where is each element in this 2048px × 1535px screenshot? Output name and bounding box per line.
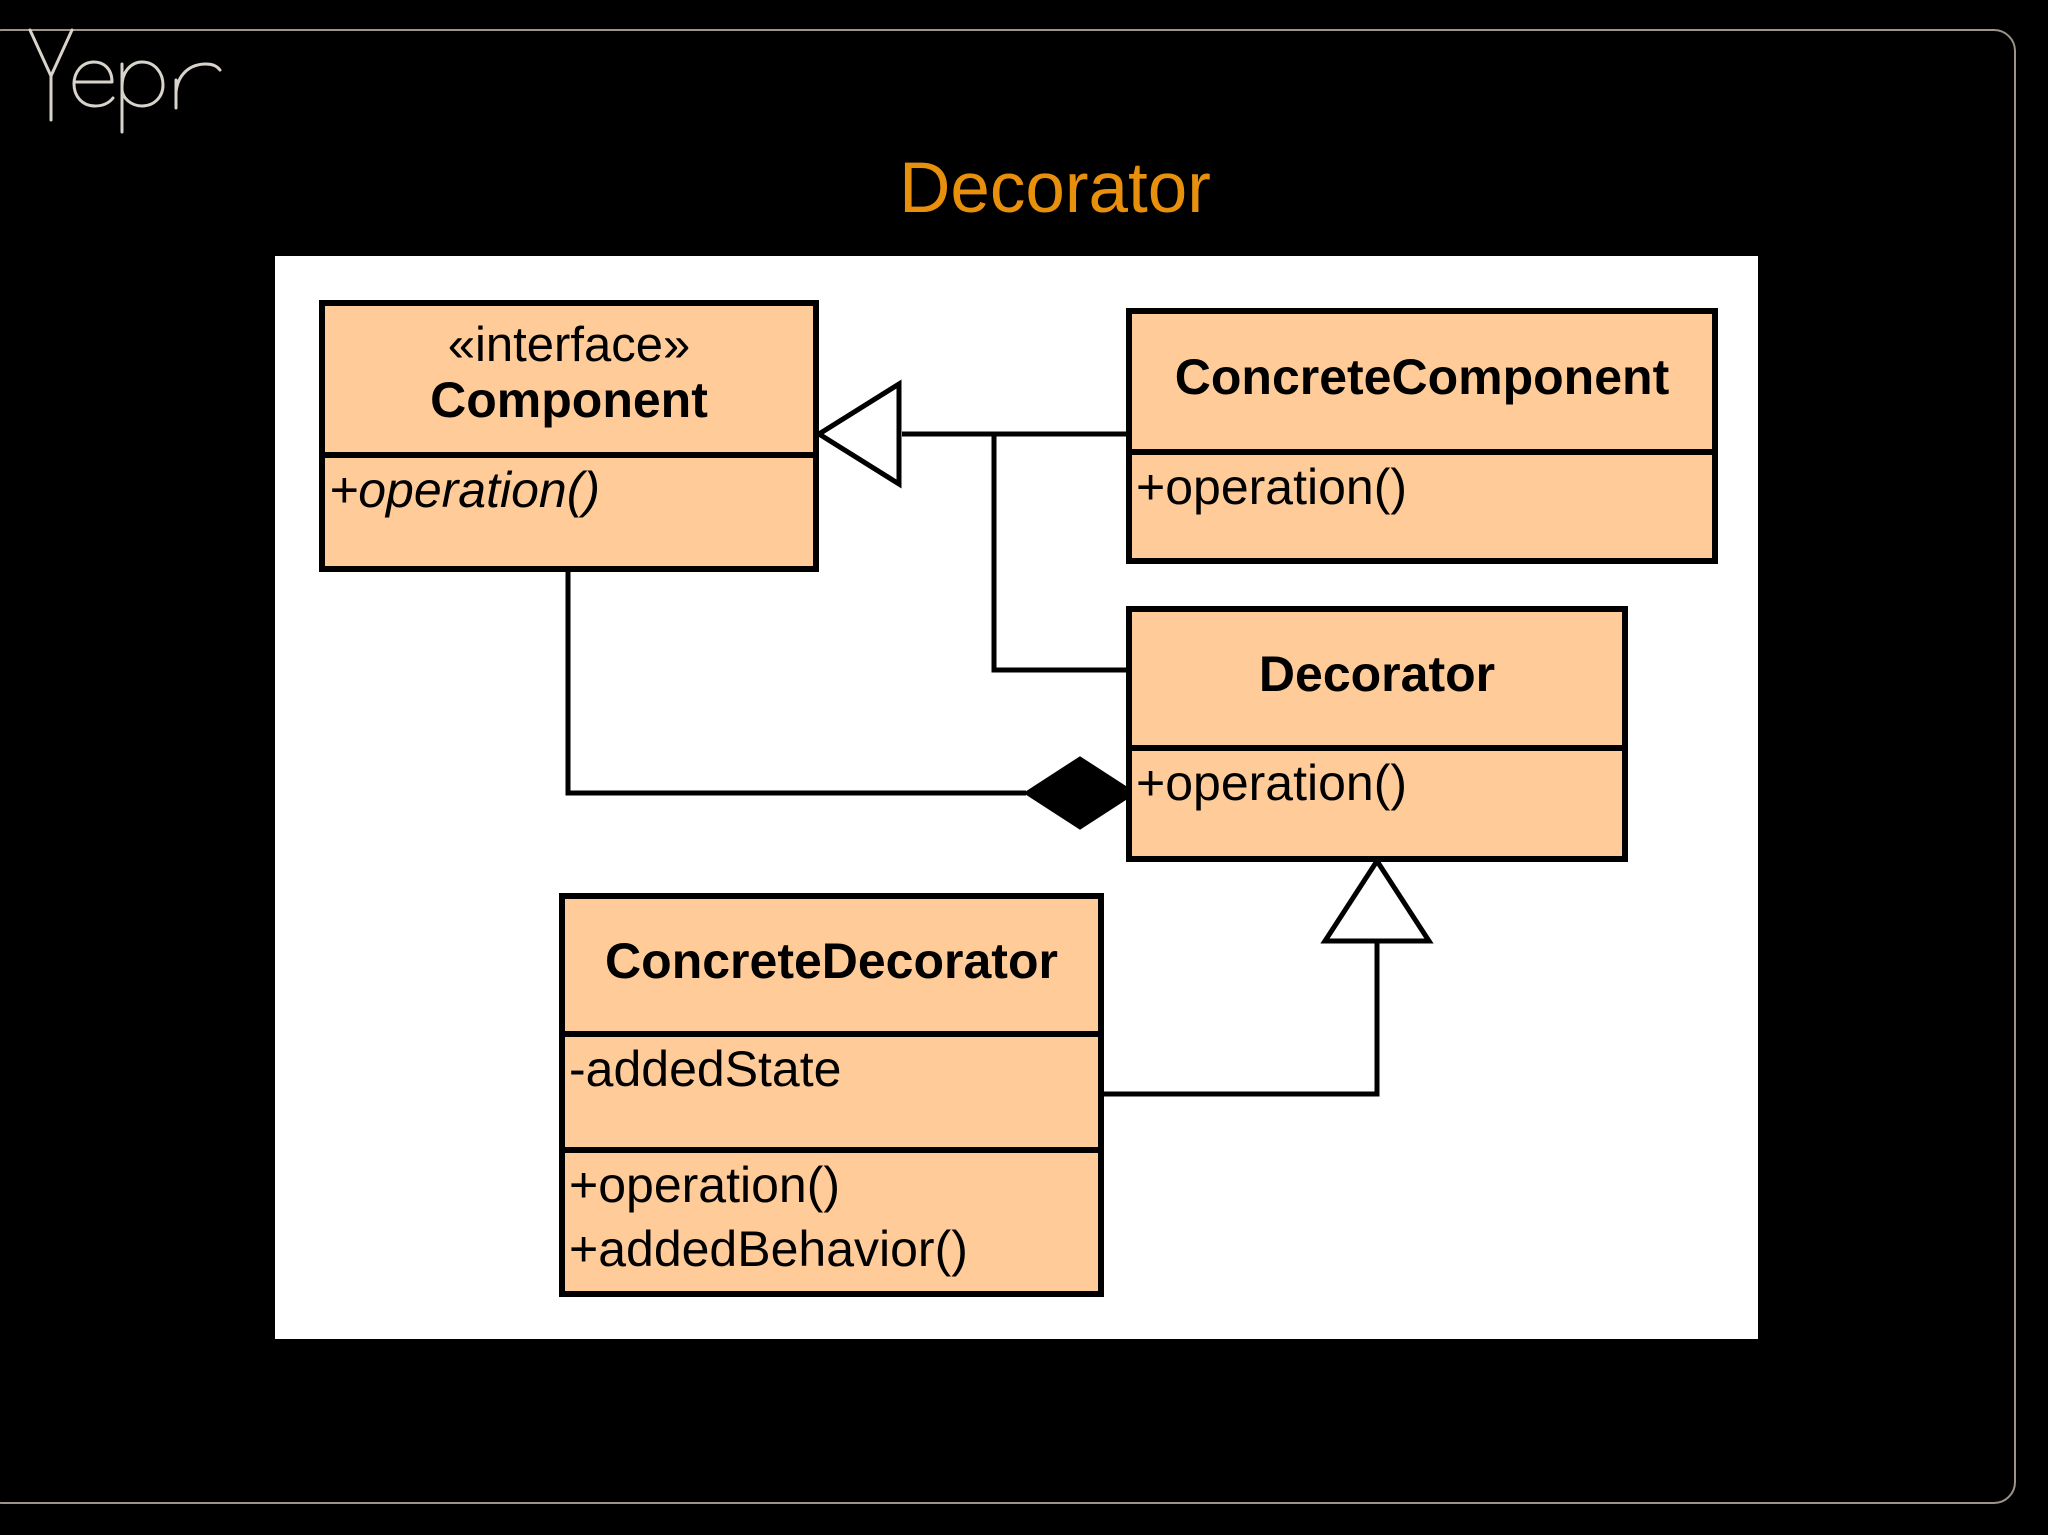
concrete-component-name: ConcreteComponent — [1174, 349, 1670, 405]
component-stereotype: «interface» — [447, 318, 691, 372]
slide-title: Decorator — [899, 149, 1211, 228]
concrete-component-class: ConcreteComponent +operation() — [1126, 308, 1718, 564]
diagram-connectors — [565, 379, 1434, 1097]
realization-arrowhead — [814, 379, 902, 489]
concrete-decorator-class: ConcreteDecorator -addedState +operation… — [559, 893, 1104, 1297]
generalization-arrowhead — [1320, 856, 1434, 944]
decorator-name: Decorator — [1258, 646, 1496, 702]
component-name: Component — [430, 372, 708, 428]
concrete-component-operation: +operation() — [1136, 459, 1407, 515]
concrete-decorator-added-behavior: +addedBehavior() — [569, 1221, 968, 1277]
component-operation: +operation() — [329, 462, 600, 518]
decorator-operation: +operation() — [1136, 755, 1407, 811]
composition-line — [565, 569, 1026, 796]
concrete-decorator-name: ConcreteDecorator — [605, 933, 1058, 989]
concrete-component-header: ConcreteComponent — [1132, 314, 1712, 449]
decorator-class: Decorator +operation() — [1126, 606, 1628, 862]
concrete-decorator-operation: +operation() — [569, 1157, 840, 1213]
concrete-decorator-header: ConcreteDecorator — [565, 899, 1098, 1031]
composition-diamond — [1023, 756, 1137, 830]
slide-frame — [0, 29, 2016, 1504]
concrete-decorator-attributes: -addedState — [565, 1031, 1098, 1147]
concrete-decorator-attribute: -addedState — [569, 1041, 842, 1097]
concrete-decorator-operations: +operation() +addedBehavior() — [565, 1147, 1098, 1291]
component-class: «interface» Component +operation() — [319, 300, 819, 572]
component-operations: +operation() — [325, 452, 813, 566]
decorator-header: Decorator — [1132, 612, 1622, 745]
concrete-component-operations: +operation() — [1132, 449, 1712, 558]
decorator-operations: +operation() — [1132, 745, 1622, 856]
component-header: «interface» Component — [325, 306, 813, 452]
generalization-line — [1104, 941, 1380, 1097]
yepr-logo — [28, 28, 222, 134]
uml-diagram: «interface» Component +operation() Concr… — [275, 256, 1758, 1339]
